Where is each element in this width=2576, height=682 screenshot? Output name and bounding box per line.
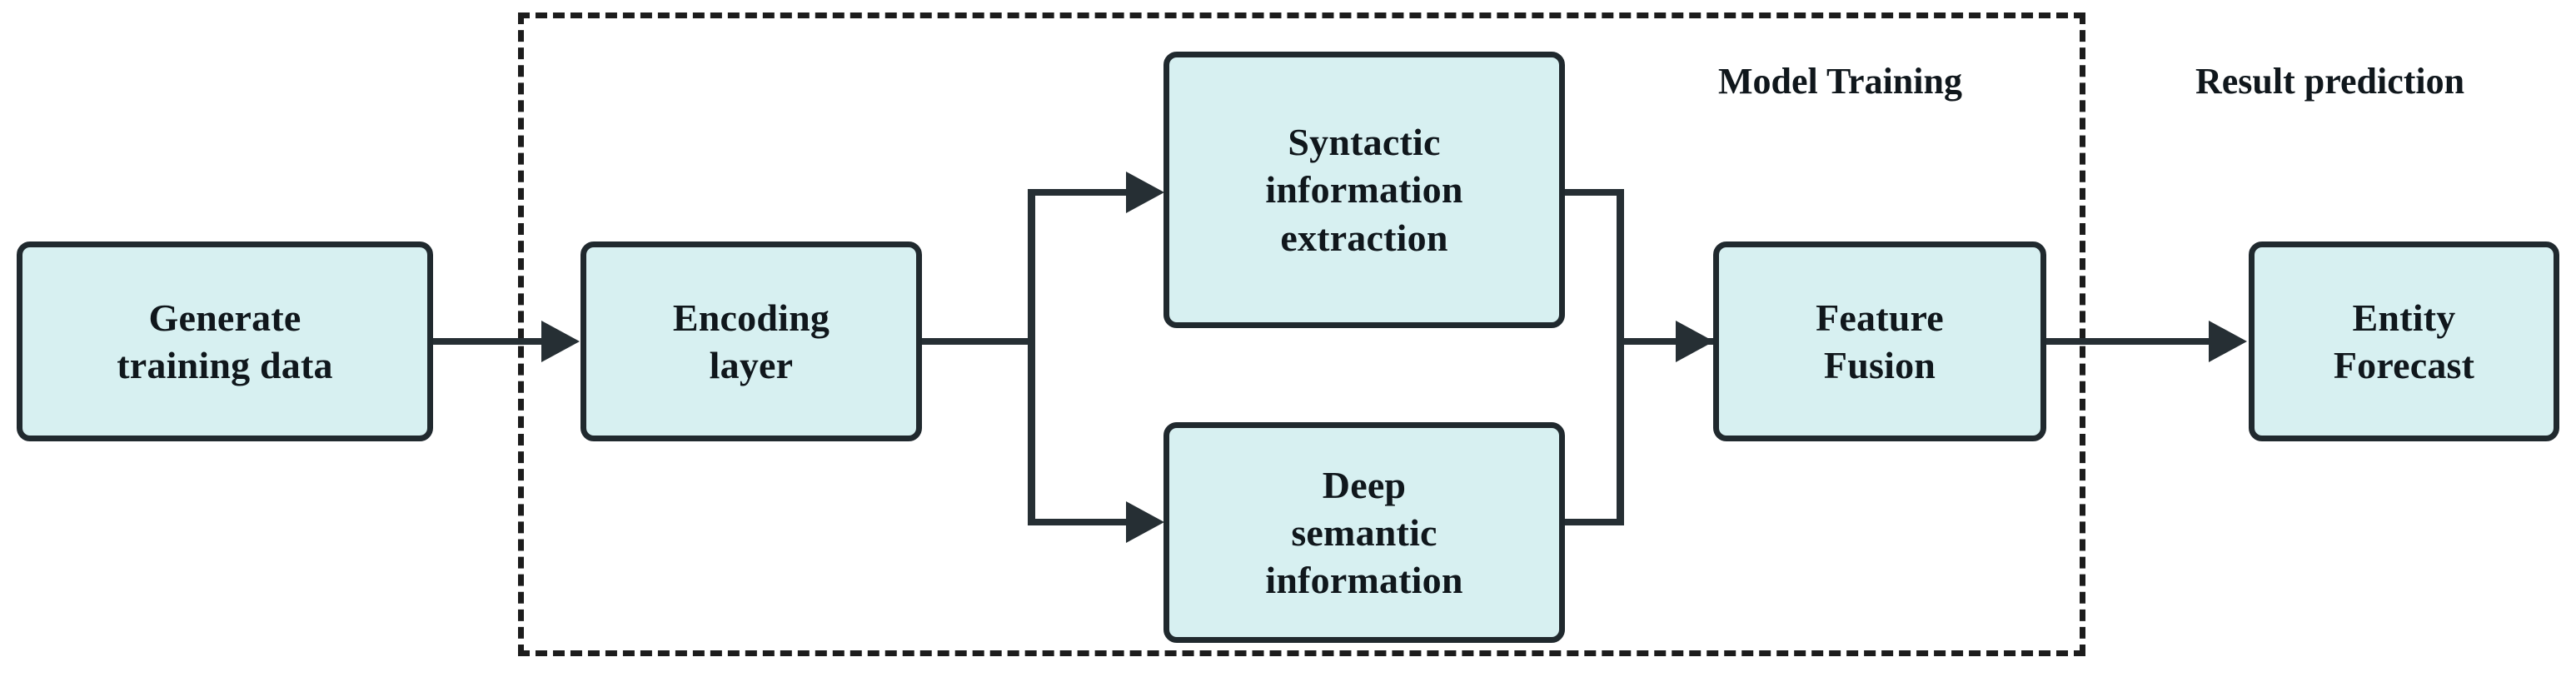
edge-generate-to-encoding-arrowhead (541, 321, 580, 362)
edge-merge-to-fusion-arrowhead (1676, 321, 1714, 362)
node-entity-forecast[interactable]: Entity Forecast (2249, 241, 2559, 441)
node-feature-fusion[interactable]: Feature Fusion (1713, 241, 2046, 441)
caption-model-training: Model Training (1718, 61, 1962, 102)
edge-syntactic-to-fusion-line (1565, 189, 1623, 196)
node-deep-semantic-information[interactable]: Deep semantic information (1163, 422, 1565, 643)
edge-deep-semantic-to-fusion-line (1565, 519, 1623, 525)
edge-encoding-to-syntactic-arrowhead (1126, 172, 1164, 213)
edge-encoding-branch-trunk (922, 338, 1034, 345)
model-training-dashed-region (518, 12, 2085, 656)
edge-encoding-to-deep-semantic-arrowhead (1126, 501, 1164, 543)
node-encoding-layer-label: Encoding layer (672, 296, 830, 386)
node-deep-semantic-information-label: Deep semantic information (1265, 463, 1463, 602)
node-feature-fusion-label: Feature Fusion (1816, 296, 1944, 386)
node-encoding-layer[interactable]: Encoding layer (580, 241, 922, 441)
node-generate-training-data[interactable]: Generate training data (17, 241, 433, 441)
caption-result-prediction: Result prediction (2195, 61, 2465, 102)
node-entity-forecast-label: Entity Forecast (2333, 296, 2475, 386)
edge-encoding-to-deep-semantic-line (1028, 519, 1128, 525)
edge-encoding-branch-riser (1028, 189, 1035, 525)
edge-fusion-merge-collector (1617, 189, 1624, 525)
edge-fusion-to-forecast-line (2046, 338, 2213, 345)
edge-encoding-to-syntactic-line (1028, 189, 1128, 196)
edge-generate-to-encoding-line (433, 338, 543, 345)
node-syntactic-information-extraction-label: Syntactic information extraction (1265, 121, 1463, 259)
node-syntactic-information-extraction[interactable]: Syntactic information extraction (1163, 52, 1565, 328)
node-generate-training-data-label: Generate training data (117, 296, 333, 386)
edge-merge-to-fusion-line (1617, 338, 1717, 345)
edge-fusion-to-forecast-arrowhead (2209, 321, 2247, 362)
